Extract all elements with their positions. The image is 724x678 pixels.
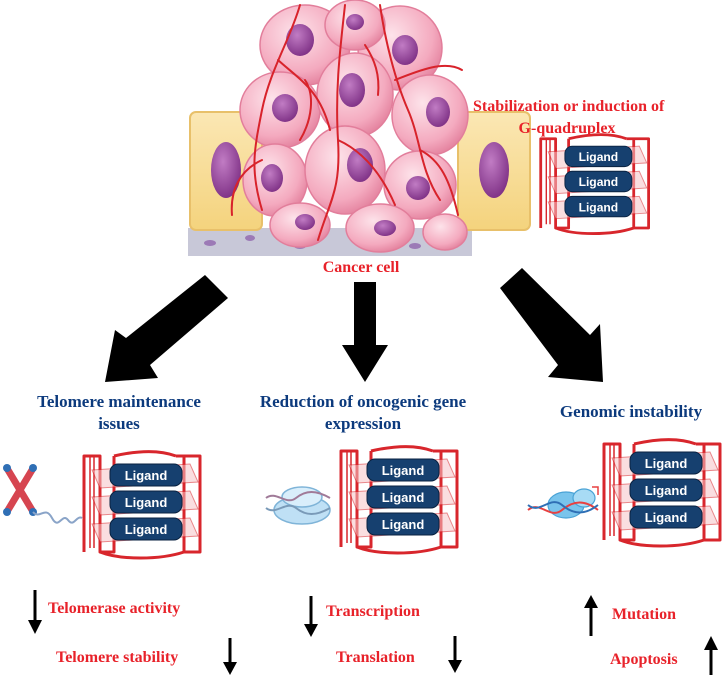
cancer-cell-cluster [239, 0, 469, 253]
stabilization-label-line1: Stabilization or induction of [473, 98, 665, 115]
chromosome-illustration [3, 464, 83, 524]
down-arrow-icon [28, 620, 42, 634]
ligand-badge: Ligand [564, 170, 633, 193]
ligand-label: Ligand [579, 200, 619, 214]
branch-1-title-line2: issues [98, 414, 140, 433]
effect-mutation: Mutation [612, 606, 676, 623]
ligand-label: Ligand [382, 517, 425, 532]
stabilization-label-line2: G-quadruplex [518, 120, 616, 137]
ligand-badge: Ligand [366, 485, 440, 509]
ligand-label: Ligand [645, 510, 688, 525]
normal-nucleus-right [479, 142, 509, 198]
arrow-center [342, 282, 388, 382]
ligand-badge: Ligand [564, 145, 633, 168]
effect-translation: Translation [336, 649, 415, 666]
down-arrow-icon [304, 624, 318, 637]
down-arrow-icon [223, 662, 237, 675]
normal-nucleus-left [211, 142, 241, 198]
arrow-left [105, 275, 228, 382]
up-arrow-icon [704, 636, 718, 650]
branch-1-title-line1: Telomere maintenance [37, 392, 201, 411]
ligand-badge: Ligand [366, 512, 440, 536]
ligand-label: Ligand [382, 490, 425, 505]
down-arrow-icon [448, 660, 462, 673]
ligand-label: Ligand [125, 468, 168, 483]
ligand-label: Ligand [125, 522, 168, 537]
dna-illustration [527, 486, 599, 519]
ligand-label: Ligand [645, 456, 688, 471]
effect-arrows [28, 590, 718, 675]
ligand-label: Ligand [645, 483, 688, 498]
ligand-badge: Ligand [564, 195, 633, 218]
up-arrow-icon [584, 595, 598, 608]
effect-transcription: Transcription [326, 603, 420, 620]
cancer-nuclei [261, 14, 450, 236]
tumor-illustration [188, 0, 531, 256]
ligand-badge: Ligand [629, 505, 703, 529]
branch-3-title: Genomic instability [559, 402, 703, 421]
effect-telomere-stability: Telomere stability [56, 649, 179, 666]
effect-apoptosis: Apoptosis [610, 651, 678, 668]
ligand-label: Ligand [579, 175, 619, 189]
branch-2-title-line2: expression [324, 414, 402, 433]
ligand-label: Ligand [382, 463, 425, 478]
ligand-badge: Ligand [109, 463, 183, 487]
ribosome-illustration [265, 486, 331, 525]
ligand-label: Ligand [125, 495, 168, 510]
ligand-label: Ligand [579, 150, 619, 164]
cancer-cell-label: Cancer cell [322, 259, 400, 276]
ligand-badge: Ligand [109, 490, 183, 514]
branch-2-title-line1: Reduction of oncogenic gene [259, 392, 467, 411]
main-arrows [105, 268, 603, 382]
g-quadruplex-layer: LigandLigandLigandLigandLigandLigandLiga… [82, 133, 722, 560]
ligand-badge: Ligand [109, 517, 183, 541]
ligand-badge: Ligand [629, 451, 703, 475]
ligand-badge: Ligand [629, 478, 703, 502]
ligand-badge: Ligand [366, 458, 440, 482]
effect-telomerase-activity: Telomerase activity [48, 600, 181, 617]
blood-vessels [230, 4, 463, 241]
arrow-right [500, 268, 603, 382]
